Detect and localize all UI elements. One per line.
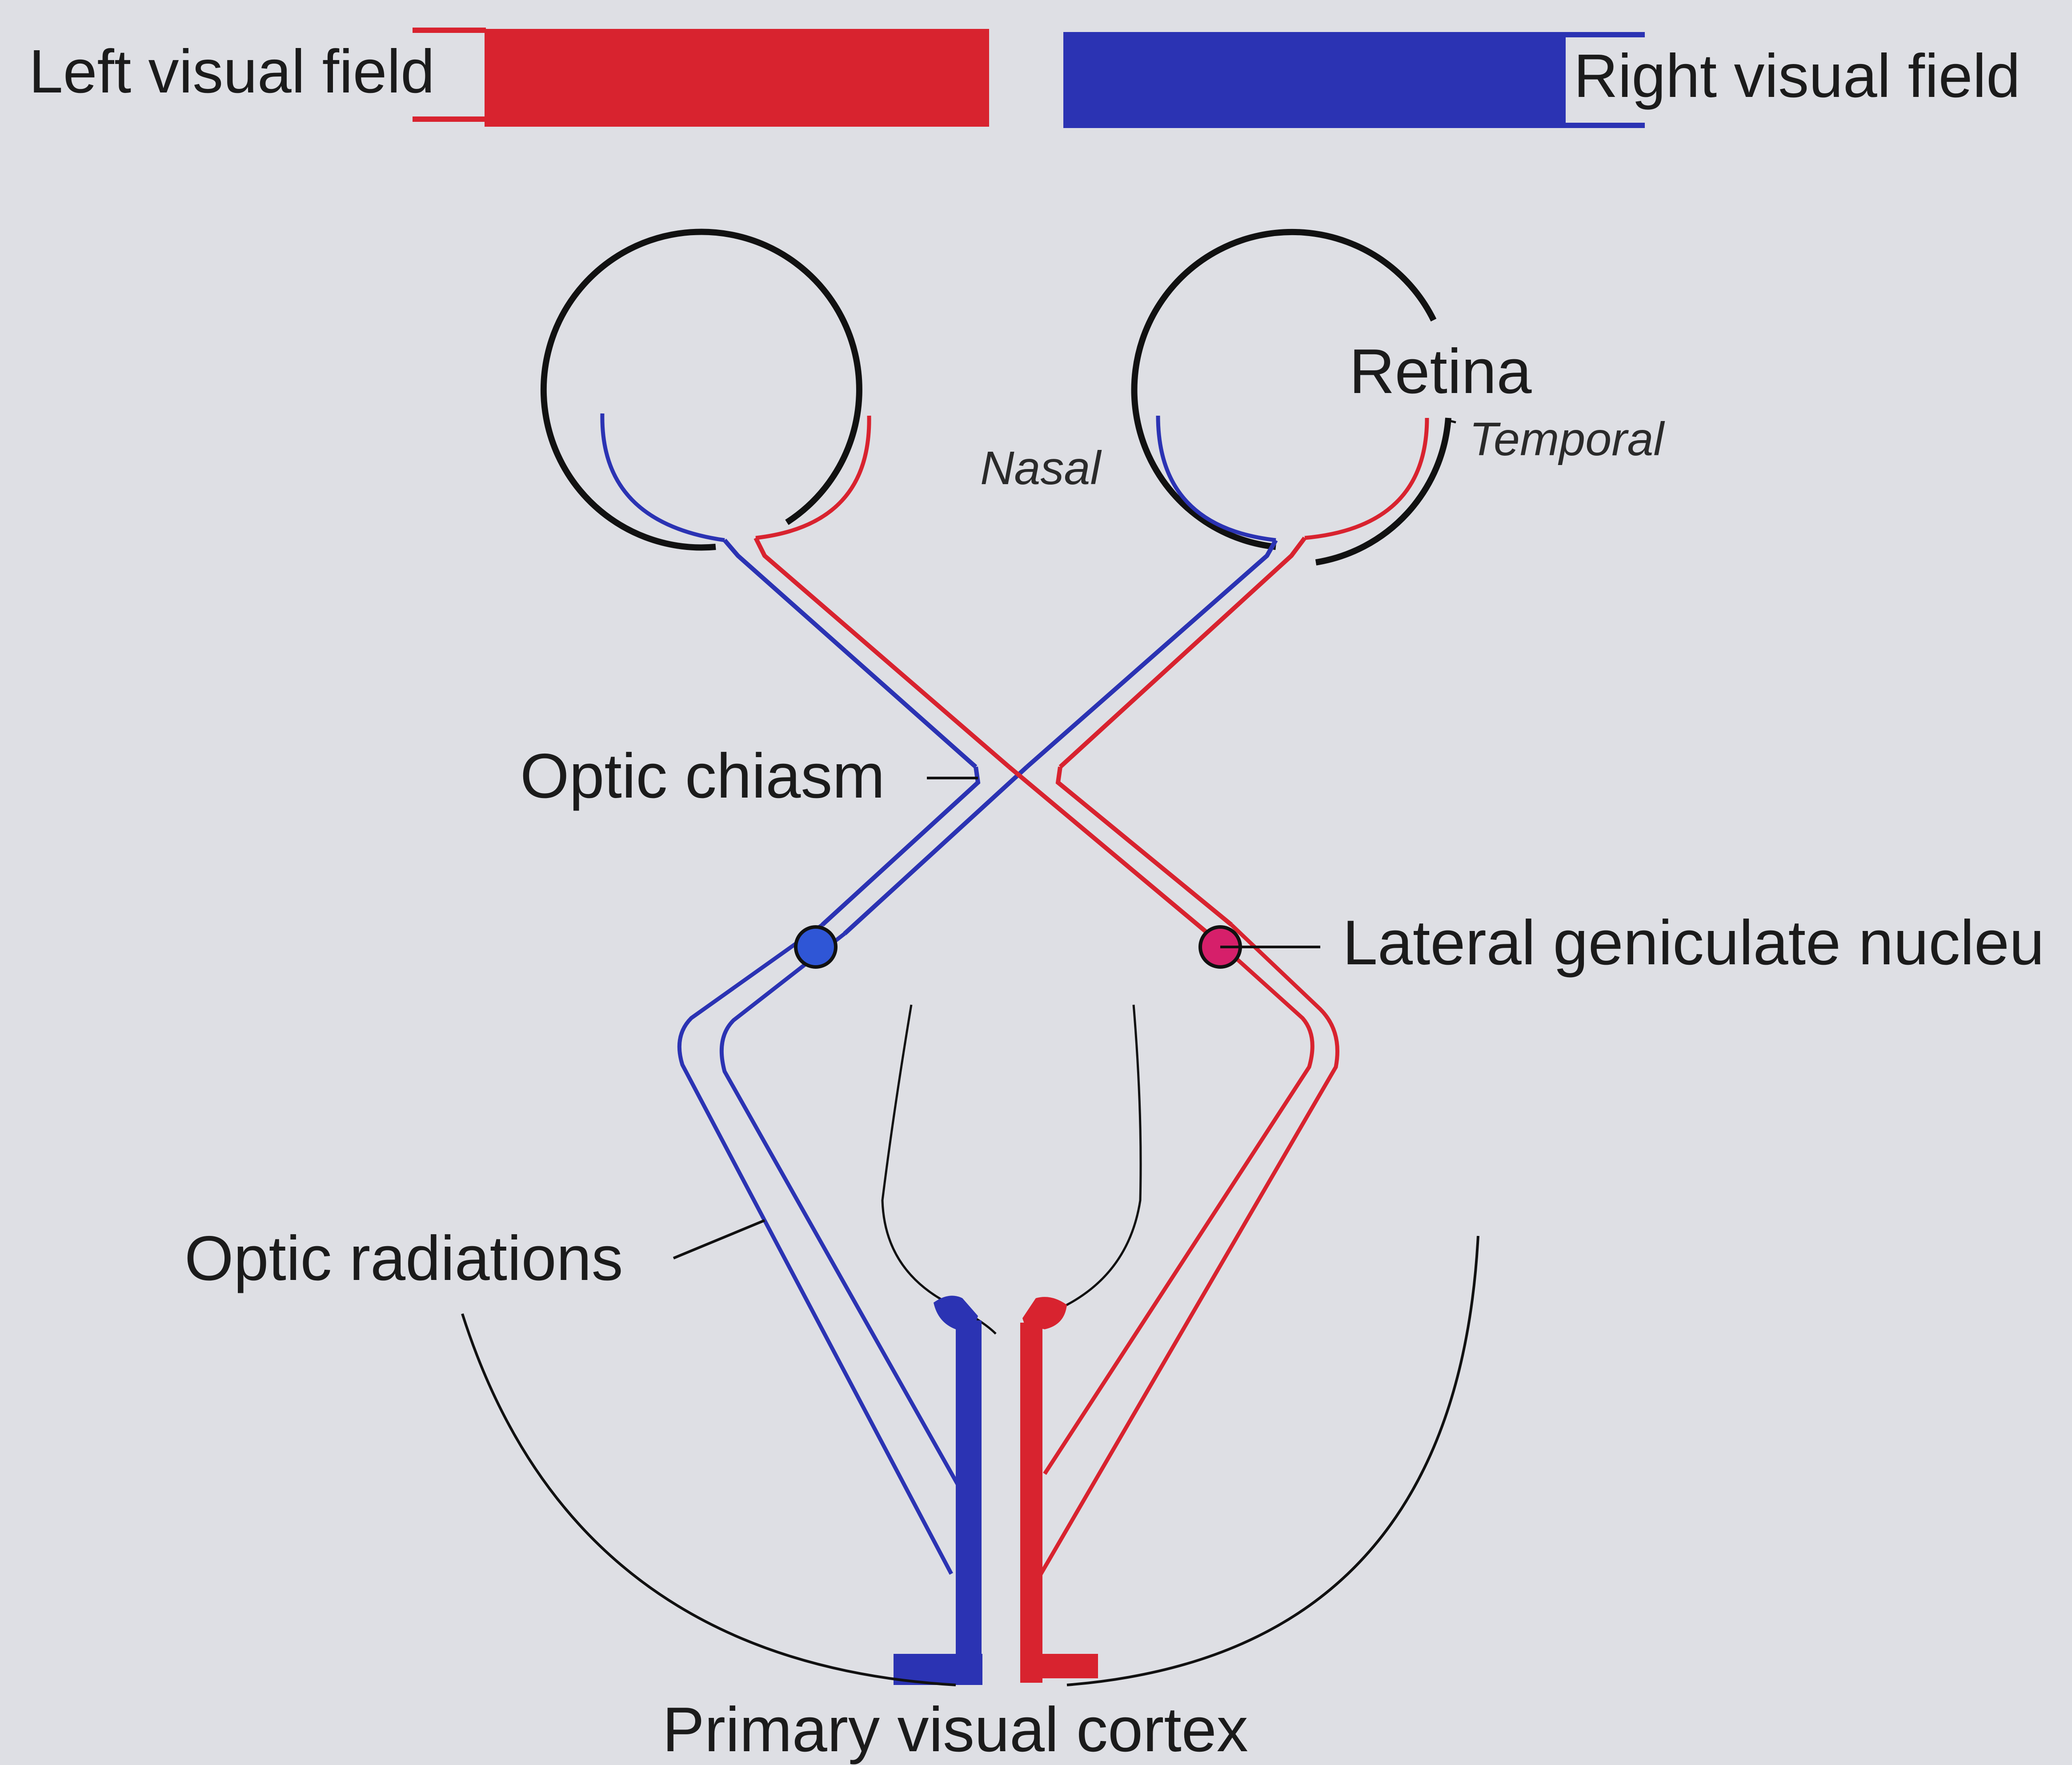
left-optic-radiations xyxy=(679,925,958,1574)
lgn-left-dot xyxy=(796,927,836,967)
left-eye-nasal-retina xyxy=(602,413,725,540)
right-optic-nerve xyxy=(1027,538,1305,767)
right-eye-nasal-retina xyxy=(1158,416,1276,540)
temporal-label: Temporal xyxy=(1469,416,1664,463)
nasal-label: Nasal xyxy=(980,445,1101,492)
right-optic-radiations xyxy=(1036,925,1337,1583)
right-visual-field-label: Right visual field xyxy=(1574,45,2020,107)
left-optic-nerve xyxy=(725,538,1009,767)
brainstem-outline xyxy=(882,1005,1141,1334)
retina-label: Retina xyxy=(1349,340,1531,403)
optic-chiasm-label: Optic chiasm xyxy=(520,745,885,808)
right-eye-temporal-retina xyxy=(1305,418,1427,538)
optic-radiations-label: Optic radiations xyxy=(184,1227,623,1290)
left-visual-field-label: Left visual field xyxy=(29,41,435,102)
right-primary-visual-cortex xyxy=(1020,1297,1098,1683)
primary-visual-cortex-label: Primary visual cortex xyxy=(662,1698,1248,1761)
right-visual-field-bar xyxy=(1063,32,1645,128)
optic-radiations-leader xyxy=(673,1220,765,1258)
lgn-label: Lateral geniculate nucleu xyxy=(1343,911,2044,975)
left-visual-field-bar xyxy=(413,28,989,127)
left-eye-outline xyxy=(544,232,859,547)
